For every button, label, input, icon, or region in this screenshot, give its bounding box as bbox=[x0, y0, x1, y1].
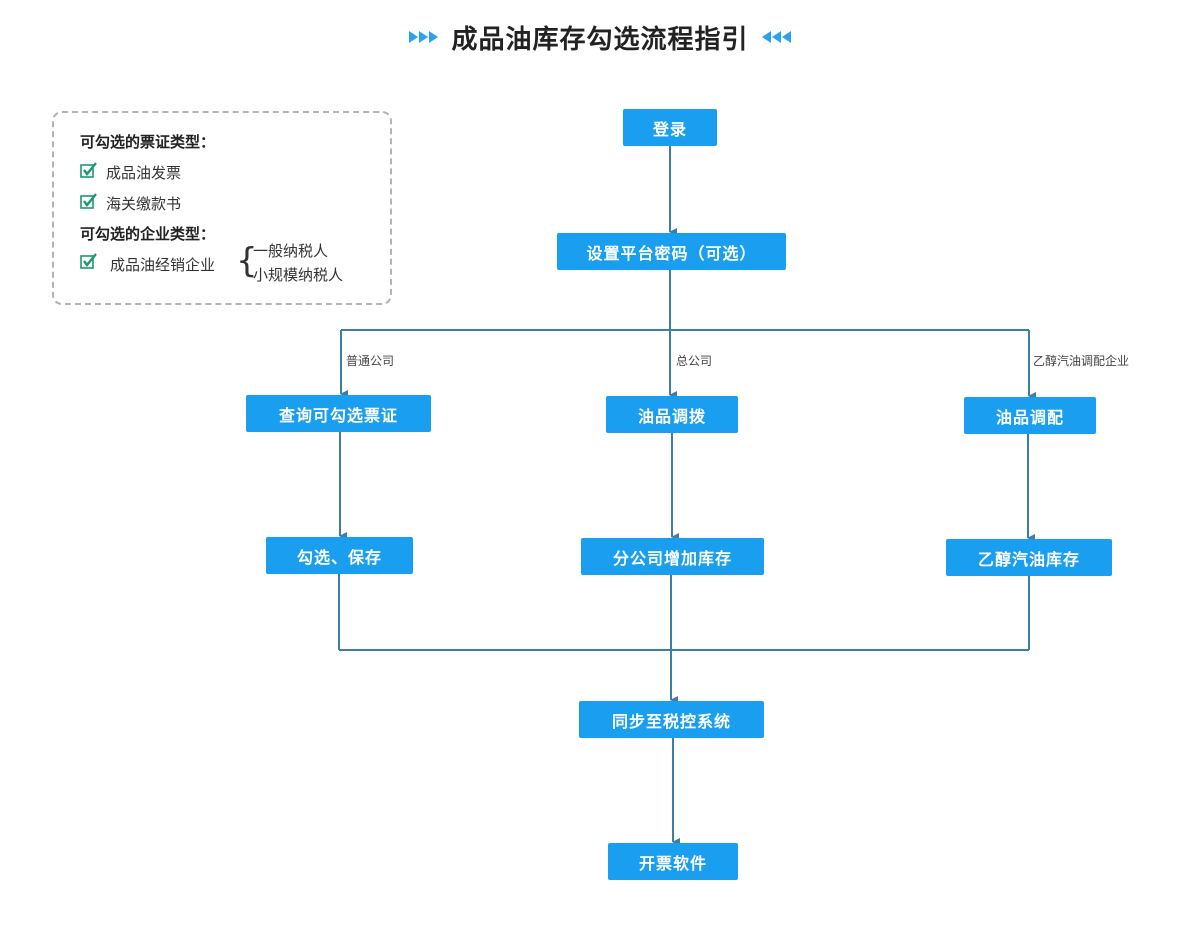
title-right-arrows-icon bbox=[761, 30, 791, 44]
node-sync-tax-control: 同步至税控系统 bbox=[579, 701, 764, 738]
check-icon bbox=[80, 162, 97, 178]
node-branch-add-stock: 分公司增加库存 bbox=[581, 538, 764, 575]
brace-icon: { bbox=[236, 241, 258, 281]
diagram-title-bar: 成品油库存勾选流程指引 bbox=[0, 18, 1200, 56]
node-set-password: 设置平台密码（可选） bbox=[557, 233, 786, 270]
node-login: 登录 bbox=[623, 109, 717, 146]
node-oil-blend: 油品调配 bbox=[964, 397, 1096, 434]
legend-taxpayer-small: 小规模纳税人 bbox=[253, 266, 344, 284]
legend-ticket-item-2: 海关缴款书 bbox=[106, 195, 182, 213]
title-left-arrows-icon bbox=[409, 30, 439, 44]
node-select-save: 勾选、保存 bbox=[266, 537, 413, 574]
legend-box: 可勾选的票证类型： 成品油发票 海关缴款书 可勾选的企业类型： 成品油经销企业 … bbox=[52, 111, 392, 305]
node-query-tickets: 查询可勾选票证 bbox=[246, 395, 431, 432]
check-icon bbox=[80, 253, 97, 269]
node-oil-transfer: 油品调拨 bbox=[606, 396, 738, 433]
branch-label-ordinary: 普通公司 bbox=[346, 354, 395, 368]
legend-ticket-heading: 可勾选的票证类型： bbox=[80, 133, 216, 151]
branch-label-head-office: 总公司 bbox=[676, 354, 713, 368]
legend-enterprise-item: 成品油经销企业 bbox=[110, 256, 216, 274]
legend-taxpayer-general: 一般纳税人 bbox=[253, 242, 329, 260]
node-invoicing-software: 开票软件 bbox=[608, 843, 738, 880]
branch-label-ethanol: 乙醇汽油调配企业 bbox=[1033, 354, 1130, 368]
node-ethanol-stock: 乙醇汽油库存 bbox=[946, 539, 1112, 576]
diagram-title: 成品油库存勾选流程指引 bbox=[451, 24, 749, 55]
check-icon bbox=[80, 193, 97, 209]
legend-enterprise-heading: 可勾选的企业类型： bbox=[80, 225, 216, 243]
legend-ticket-item-1: 成品油发票 bbox=[106, 164, 182, 182]
